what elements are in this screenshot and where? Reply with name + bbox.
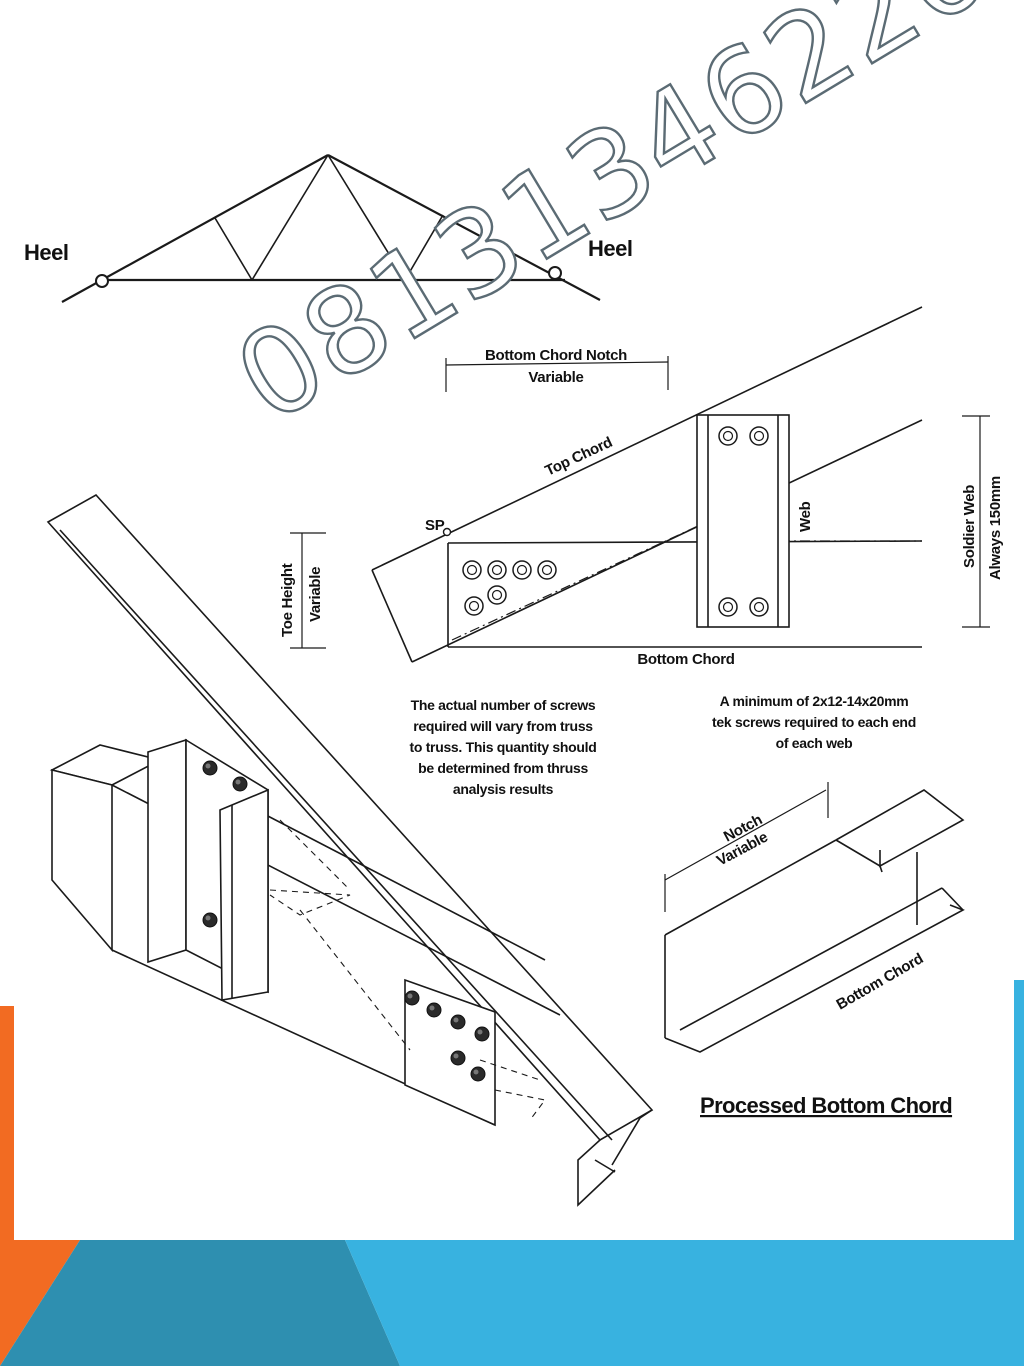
screws-note: The actual number of screws required wil…	[409, 697, 596, 797]
watermark-phone-number: 081313462267	[213, 0, 1024, 449]
bolt	[450, 1014, 466, 1030]
tek-note-line: A minimum of 2x12-14x20mm	[720, 693, 909, 709]
bottom-flange-lip	[679, 887, 943, 1031]
tek-note-line: of each web	[776, 735, 853, 751]
screw	[537, 560, 557, 580]
orange-accent-shape	[0, 1006, 80, 1366]
notch-edge	[835, 839, 881, 867]
toe-height-variable: Variable	[307, 567, 324, 622]
processed-bottom-chord-title: Processed Bottom Chord	[700, 1093, 952, 1118]
heel-left-label: Heel	[24, 240, 68, 265]
top-chord-lower-edge	[411, 419, 923, 663]
bottom-chord-top-edge	[447, 540, 923, 544]
top-chord-label: Top Chord	[543, 434, 616, 480]
screw	[487, 585, 507, 605]
teal-accent-shape	[0, 1240, 400, 1366]
screw	[487, 560, 507, 580]
bolt	[202, 760, 218, 776]
bolt	[202, 912, 218, 928]
heel-marker	[95, 274, 109, 288]
heel-marker	[548, 266, 562, 280]
truss-outline: Heel Heel	[24, 154, 633, 303]
screw	[718, 597, 738, 617]
top-chord-lip-line	[59, 529, 613, 1141]
bolt	[470, 1066, 486, 1082]
bottom-chord-box-side	[51, 768, 113, 953]
isometric-heel-assembly	[46, 493, 654, 1207]
blue-edge-strip	[1014, 980, 1024, 1240]
web-top-edge	[664, 839, 837, 936]
screw	[462, 560, 482, 580]
screw	[464, 596, 484, 616]
screws-note-line: required will vary from truss	[413, 718, 593, 734]
soldier-web-dimension: Always 150mm	[987, 476, 1004, 580]
bottom-chord-notch-label: Bottom Chord Notch	[485, 347, 627, 364]
tek-note-line: tek screws required to each end	[712, 714, 916, 730]
truss-web	[251, 154, 329, 281]
screw	[718, 426, 738, 446]
bottom-flange	[664, 904, 965, 1053]
screws-note-line: to truss. This quantity should	[409, 739, 596, 755]
soldier-web-flange	[219, 788, 269, 1001]
bolt	[232, 776, 248, 792]
bottom-chord-label: Bottom Chord	[637, 651, 734, 668]
screws-note-line: be determined from thruss	[418, 760, 588, 776]
dimension-line	[445, 361, 669, 366]
bottom-chord-label-2: Bottom Chord	[834, 950, 927, 1013]
tek-screws-note: A minimum of 2x12-14x20mm tek screws req…	[712, 693, 916, 751]
hidden-profile	[494, 1089, 546, 1121]
bottom-flange-end	[941, 887, 964, 911]
hidden-line	[279, 819, 351, 891]
hidden-profile	[269, 889, 351, 916]
top-chord-end-profile	[594, 1159, 616, 1173]
screws-note-line: The actual number of screws	[411, 697, 596, 713]
notch-dimension-line	[664, 789, 827, 881]
soldier-web-label: Soldier Web	[961, 485, 978, 568]
web-label: Web	[797, 501, 814, 532]
truss-web	[214, 217, 253, 281]
bolt	[426, 1002, 442, 1018]
notch-dimension: Bottom Chord Notch Variable	[445, 347, 669, 392]
soldier-web-back	[147, 738, 187, 964]
bolt	[474, 1026, 490, 1042]
screw	[749, 426, 769, 446]
heel-connection-detail: SP Top Chord Web Bottom Chord Toe Height…	[279, 306, 1004, 668]
bolt	[450, 1050, 466, 1066]
bottom-chord-notch-variable: Variable	[528, 369, 583, 386]
screw	[512, 560, 532, 580]
heel-right-label: Heel	[588, 236, 632, 261]
toe-height-label: Toe Height	[279, 563, 296, 637]
bolt	[404, 990, 420, 1006]
top-chord-end-cut	[371, 569, 413, 663]
hidden-line	[299, 909, 411, 1051]
top-chord-end-profile	[577, 1139, 616, 1207]
screw	[749, 597, 769, 617]
sp-label: SP	[425, 517, 445, 534]
gusset-plate	[404, 978, 496, 1127]
slide-decoration	[0, 980, 1024, 1366]
soldier-web-plate	[696, 414, 790, 628]
top-chord-end-profile	[611, 1109, 653, 1166]
notched-top-flange	[835, 789, 965, 868]
processed-bottom-chord-detail: Notch Variable Bottom Chord Processed Bo…	[664, 782, 965, 1118]
truss-web	[404, 214, 444, 281]
screws-note-line: analysis results	[453, 781, 554, 797]
sp-point-marker	[442, 527, 452, 537]
flange-lip	[879, 865, 883, 873]
top-chord-upper-edge	[371, 306, 923, 571]
truss-web	[327, 154, 406, 281]
blue-accent-shape	[345, 1240, 1024, 1366]
